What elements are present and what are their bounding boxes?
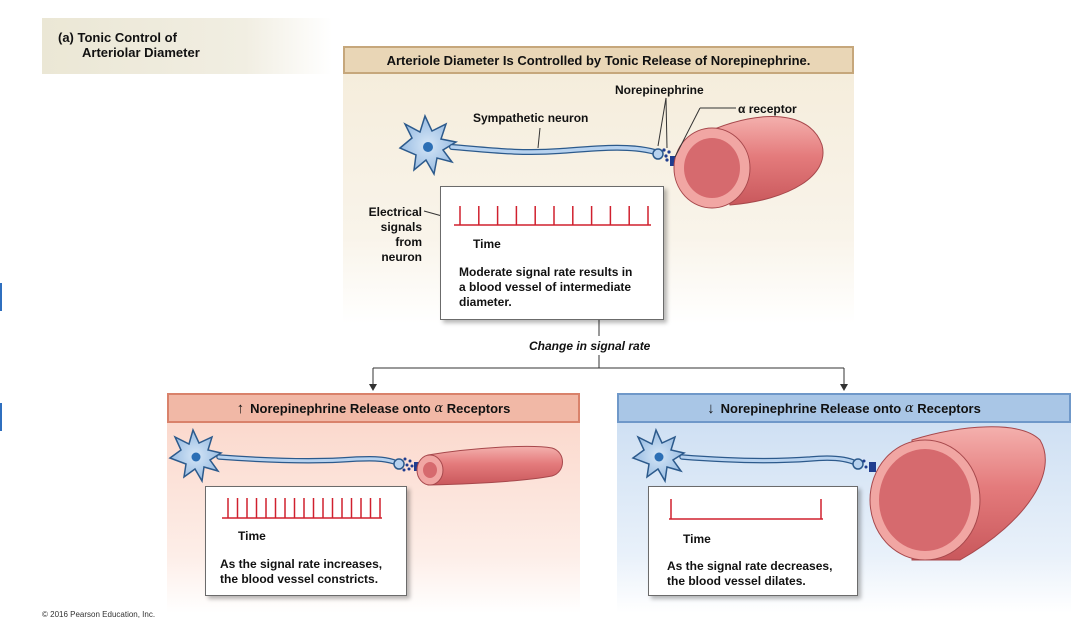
alpha-receptor-top: [670, 156, 677, 166]
figure-label: (a) Tonic Control of Arteriolar Diameter: [42, 18, 332, 74]
top-spike-train: [454, 206, 651, 226]
alpha-receptor-label: α receptor: [738, 102, 797, 116]
top-panel-title: Arteriole Diameter Is Controlled by Toni…: [343, 46, 854, 74]
left-caption: As the signal rate increases, the blood …: [220, 557, 383, 586]
norepinephrine-label: Norepinephrine: [615, 83, 704, 97]
edge-marker: [0, 403, 2, 431]
down-arrow-icon: ↓: [707, 399, 715, 417]
signals-line-4: neuron: [381, 250, 422, 264]
arteriole-intermediate: [673, 116, 824, 209]
signals-line-3: from: [395, 235, 422, 249]
figure-title-line1: Tonic Control of: [77, 30, 177, 45]
signals-line-2: signals: [380, 220, 422, 234]
sympathetic-neuron-right: [631, 427, 868, 484]
left-title-suffix: Receptors: [446, 400, 511, 416]
arteriole-dilated: [869, 426, 1046, 561]
right-spike-train: [669, 499, 823, 520]
sympathetic-neuron-top: [398, 113, 671, 177]
left-panel-title: ↑ Norepinephrine Release onto α Receptor…: [167, 393, 580, 423]
left-time-label: Time: [238, 529, 266, 543]
right-signal-box: Time As the signal rate decreases, the b…: [648, 486, 858, 596]
alpha-receptor-right: [869, 462, 876, 472]
right-panel-title: ↓ Norepinephrine Release onto α Receptor…: [617, 393, 1071, 423]
right-title-prefix: Norepinephrine Release onto: [720, 400, 902, 416]
copyright: © 2016 Pearson Education, Inc.: [42, 610, 156, 619]
right-time-label: Time: [683, 532, 711, 546]
right-title-suffix: Receptors: [917, 400, 981, 416]
top-caption: Moderate signal rate results in a blood …: [459, 265, 633, 309]
arteriole-constricted: [416, 445, 563, 486]
top-time-label: Time: [473, 237, 501, 251]
electrical-signals-label: Electrical signals from neuron: [358, 205, 422, 265]
up-arrow-icon: ↑: [236, 399, 245, 417]
signals-line-1: Electrical: [368, 205, 422, 219]
change-in-signal-rate-label: Change in signal rate: [525, 339, 655, 353]
figure-title-line2: Arteriolar Diameter: [82, 45, 200, 60]
left-spike-train: [222, 498, 382, 519]
sympathetic-neuron-label: Sympathetic neuron: [473, 111, 589, 125]
left-title-alpha: α: [434, 400, 444, 416]
right-caption: As the signal rate decreases, the blood …: [667, 559, 833, 588]
left-signal-box: Time As the signal rate increases, the b…: [205, 486, 407, 596]
arrowhead-right: [840, 384, 848, 391]
top-signal-box: Time Moderate signal rate results in a b…: [440, 186, 664, 320]
sympathetic-neuron-left: [168, 427, 414, 484]
arrowhead-left: [369, 384, 377, 391]
figure-part: (a): [58, 30, 74, 45]
left-title-prefix: Norepinephrine Release onto: [250, 400, 431, 416]
right-title-alpha: α: [904, 400, 914, 416]
figure-part-and-title-line1: (a) Tonic Control of: [58, 30, 177, 45]
edge-marker: [0, 283, 2, 311]
